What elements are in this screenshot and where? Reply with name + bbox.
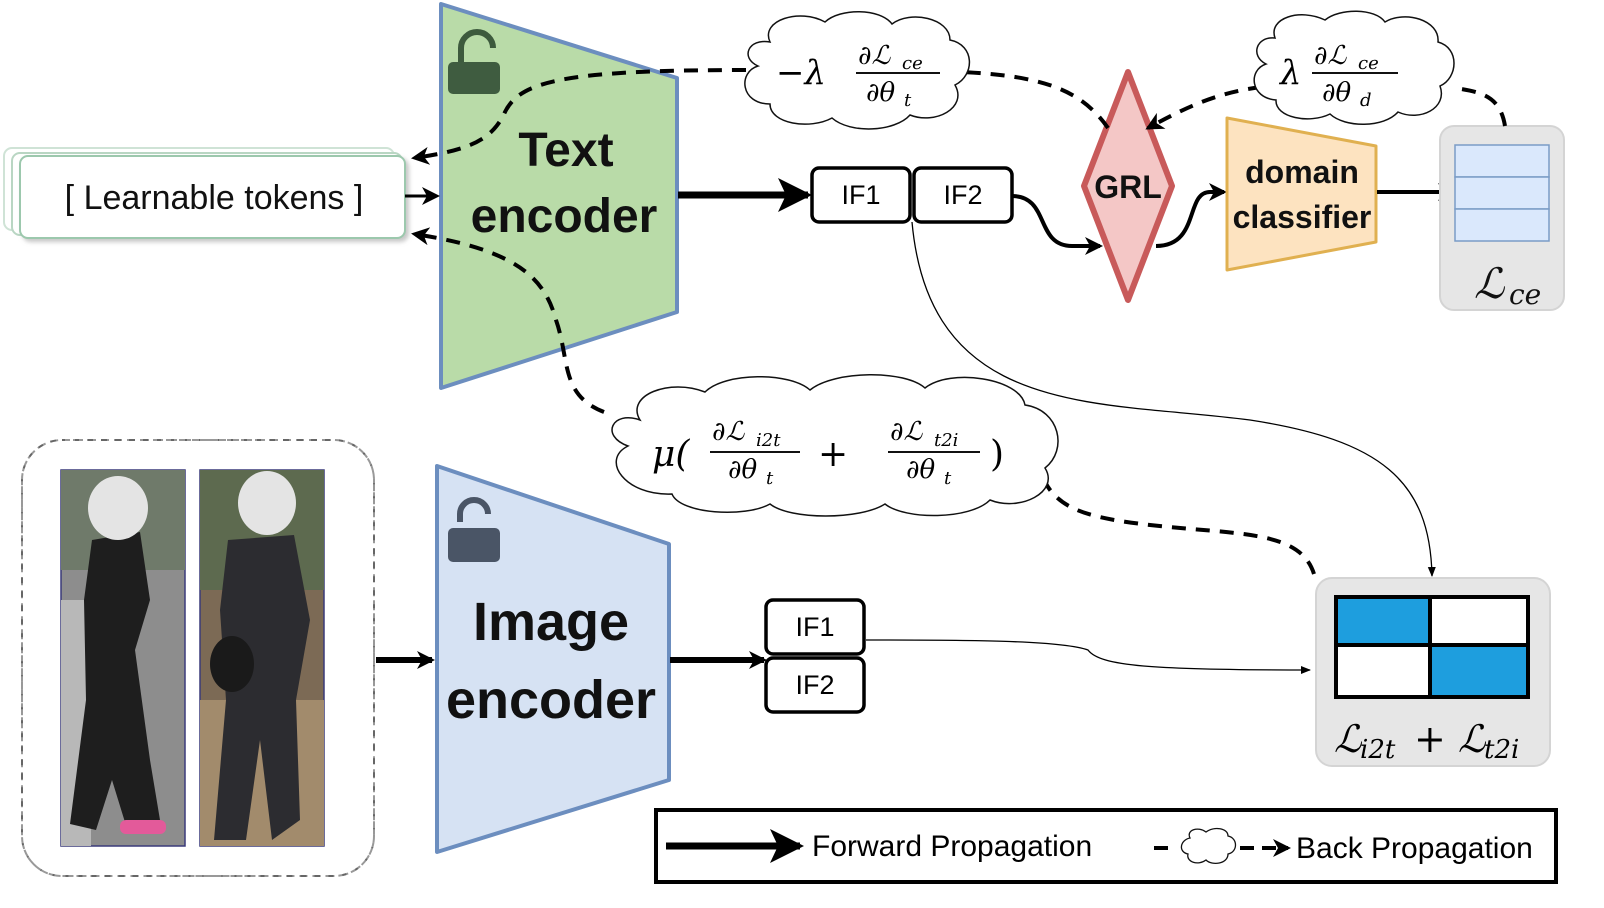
cloud1-den-sub: t (904, 90, 912, 111)
image-encoder-label-line2: encoder (446, 670, 656, 730)
backprop-to-tokens-upper (411, 68, 747, 165)
legend: Forward Propagation Back Propagation (654, 808, 1558, 884)
loss-contrastive-panel: ℒ i2t + ℒ t2i (1315, 577, 1551, 767)
grl-block: GRL (1081, 69, 1175, 303)
cloud1-num: ∂ℒ (858, 41, 891, 71)
loss-ce-script: ℒ (1474, 259, 1505, 308)
cloud1-prefix: −λ (776, 53, 826, 93)
text-encoder-label-line2: encoder (471, 190, 658, 243)
loss-ce-panel: ℒ ce (1439, 125, 1565, 311)
legend-backward-label: Back Propagation (1296, 832, 1533, 865)
domain-classifier: domain classifier (1225, 116, 1378, 272)
cloud2-num: ∂ℒ (1314, 41, 1347, 71)
cloud3-frac1-den-sub: t (766, 468, 774, 489)
grl-to-classifier-arrow (1155, 183, 1227, 248)
cloud3-frac2-den: ∂θ (906, 455, 935, 485)
cloud2-prefix: λ (1278, 53, 1302, 93)
image-encoder-label-line1: Image (473, 592, 629, 652)
loss-contrastive-sub2: t2i (1484, 735, 1519, 765)
image-feature-if1: IF1 (764, 598, 866, 656)
lock-icon (448, 497, 500, 562)
image-if1-label: IF1 (795, 612, 834, 642)
grl-label: GRL (1094, 169, 1162, 205)
cloud3-frac1-den: ∂θ (728, 455, 757, 485)
cloud-domain-gradient: λ ∂ℒ ce ∂θ d (1253, 10, 1455, 125)
cloud2-num-sub: ce (1358, 53, 1379, 74)
backprop-loss-to-cloud (1454, 86, 1507, 127)
backprop-grl-to-cloud (961, 70, 1110, 130)
cloud1-num-sub: ce (902, 53, 923, 74)
loss-contrastive-script2: ℒ (1458, 717, 1487, 761)
image-input-panel (21, 439, 375, 877)
image-if-to-contrastive-line (865, 639, 1311, 674)
loss-contrastive-plus: + (1414, 717, 1446, 761)
cloud-text-gradient: −λ ∂ℒ ce ∂θ t (744, 11, 971, 130)
text-if2-label: IF2 (943, 180, 982, 210)
person-photo-1 (60, 469, 186, 847)
text-feature-if2: IF2 (912, 166, 1014, 224)
classifier-label-line2: classifier (1233, 199, 1372, 235)
cloud3-frac1-num: ∂ℒ (712, 417, 745, 447)
cloud3-prefix: μ( (652, 434, 690, 475)
cloud2-den: ∂θ (1322, 78, 1351, 108)
learnable-tokens-box: [ Learnable tokens ] (3, 147, 406, 239)
loss-contrastive-sub1: i2t (1360, 735, 1396, 765)
lock-icon (448, 29, 500, 94)
image-encoder: Image encoder (435, 464, 671, 854)
cloud3-frac2-den-sub: t (944, 468, 952, 489)
person-photo-2 (199, 469, 325, 847)
cloud-contrastive-gradient: μ( ∂ℒ i2t ∂θ t + ∂ℒ t2i ∂θ t ) (611, 374, 1059, 517)
text-encoder-label-line1: Text (518, 124, 613, 177)
backprop-cloud-to-grl (1145, 85, 1263, 130)
text-if-to-contrastive-line (911, 221, 1436, 577)
cloud1-den: ∂θ (866, 78, 895, 108)
cloud2-den-sub: d (1360, 90, 1372, 111)
loss-contrastive-script1: ℒ (1334, 717, 1363, 761)
text-encoder: Text encoder (439, 2, 679, 390)
cloud3-plus: + (818, 434, 848, 475)
image-if2-label: IF2 (795, 670, 834, 700)
text-feature-if1: IF1 (810, 166, 912, 224)
cloud3-suffix: ) (990, 434, 1004, 475)
learnable-tokens-label: [ Learnable tokens ] (65, 179, 364, 217)
image-feature-if2: IF2 (764, 656, 866, 714)
legend-cloud-icon (1180, 827, 1237, 865)
classifier-label-line1: domain (1245, 154, 1359, 190)
if2-to-grl-arrow (1011, 194, 1103, 255)
legend-forward-label: Forward Propagation (812, 830, 1092, 863)
loss-ce-sub: ce (1509, 278, 1541, 311)
cloud3-frac2-num-sub: t2i (934, 430, 958, 451)
cloud3-frac2-num: ∂ℒ (890, 417, 923, 447)
cloud3-frac1-num-sub: i2t (756, 430, 781, 451)
text-if1-label: IF1 (841, 180, 880, 210)
backprop-loss-to-contrastive-cloud (1043, 481, 1316, 575)
backprop-to-tokens-lower (411, 227, 605, 414)
